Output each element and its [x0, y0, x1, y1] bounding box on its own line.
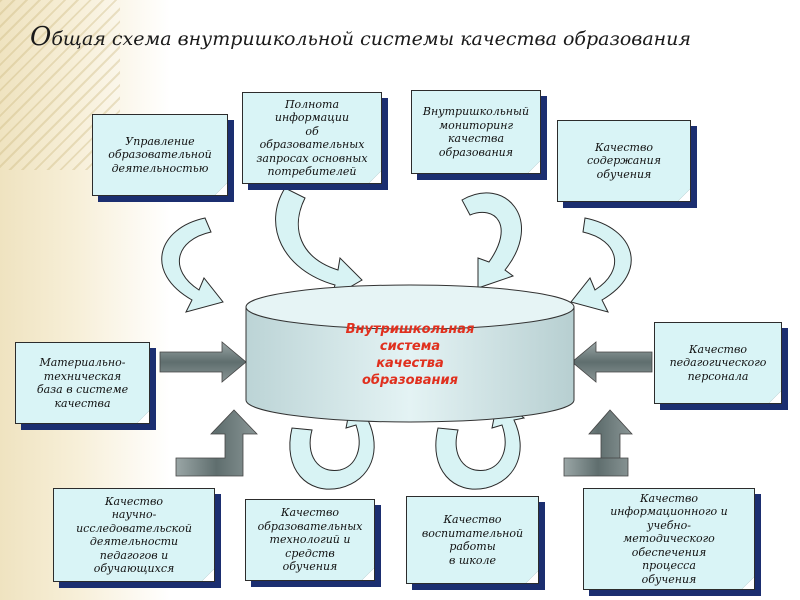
center-cylinder	[245, 284, 575, 423]
box-nauchno: Качество научно- исследовательской деяте…	[53, 488, 215, 582]
gray-elbow-arrow-left	[175, 409, 258, 477]
curved-arrow-top-left	[161, 217, 224, 313]
title-text: бщая схема внутришкольной системы качест…	[51, 28, 691, 50]
box-soderzhanie: Качество содержания обучения	[557, 120, 691, 202]
curved-arrow-top-right	[570, 217, 632, 313]
box-polnota-text: Полнота информации об образовательных за…	[256, 97, 368, 179]
curved-arrow-bottom-right	[435, 397, 526, 490]
box-informatsionnogo-text: Качество информационного и учебно- метод…	[610, 491, 728, 586]
box-upravlenie: Управление образовательной деятельностью	[92, 114, 228, 196]
box-vospitatelnoy-text: Качество воспитательной работы в школе	[421, 513, 524, 567]
curved-arrow-top-second	[275, 187, 363, 300]
box-vospitatelnoy: Качество воспитательной работы в школе	[406, 496, 539, 584]
curved-arrow-top-third	[461, 192, 522, 289]
box-tehnologii-text: Качество образовательных технологий и ср…	[257, 506, 363, 574]
gray-arrow-right	[571, 341, 653, 383]
gray-arrow-left	[159, 341, 247, 383]
title-first-letter: О	[30, 22, 52, 52]
gray-elbow-arrow-right	[563, 409, 633, 477]
box-monitoring-text: Внутришкольный мониторинг качества образ…	[422, 105, 530, 159]
box-personal-text: Качество педагогического персонала	[669, 342, 767, 383]
box-polnota: Полнота информации об образовательных за…	[242, 92, 382, 184]
box-material-text: Материально- техническая база в системе …	[36, 356, 129, 410]
box-material: Материально- техническая база в системе …	[15, 342, 150, 424]
center-label: Внутришкольная система качества образова…	[345, 322, 475, 388]
box-upravlenie-text: Управление образовательной деятельностью	[108, 134, 212, 175]
box-informatsionnogo: Качество информационного и учебно- метод…	[583, 488, 755, 590]
box-tehnologii: Качество образовательных технологий и ср…	[245, 499, 375, 581]
page-title: Общая схема внутришкольной системы качес…	[30, 22, 770, 52]
box-nauchno-text: Качество научно- исследовательской деяте…	[76, 494, 192, 576]
box-soderzhanie-text: Качество содержания обучения	[587, 140, 661, 181]
box-personal: Качество педагогического персонала	[654, 322, 782, 404]
box-monitoring: Внутришкольный мониторинг качества образ…	[411, 90, 541, 174]
